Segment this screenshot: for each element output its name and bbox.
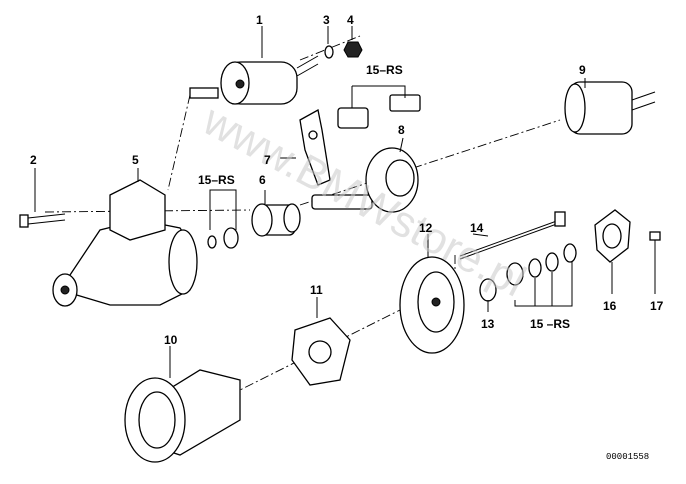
commutator-end-shield (399, 256, 465, 354)
callout-7: 7 (264, 153, 271, 167)
callout-11: 11 (310, 283, 323, 297)
callout-3: 3 (323, 13, 330, 27)
lever-bearing-parts (337, 94, 421, 129)
callout-labels: 1 2 3 4 5 6 7 8 9 10 11 12 13 14 15–RS 1… (30, 13, 664, 347)
engaging-lever (299, 108, 331, 186)
callout-8: 8 (398, 123, 405, 137)
callout-14: 14 (470, 221, 484, 235)
callout-10: 10 (164, 333, 178, 347)
callout-15-rs-top: 15–RS (366, 63, 403, 77)
callout-4: 4 (347, 13, 354, 27)
through-bolt (459, 211, 566, 260)
brush-holder (291, 317, 351, 386)
intermediate-bearing (311, 147, 419, 213)
callout-6: 6 (259, 173, 266, 187)
cap-screw (649, 231, 661, 262)
callout-1: 1 (256, 13, 263, 27)
callout-13: 13 (481, 317, 495, 331)
washer-and-nut (324, 41, 363, 59)
shim-washers (506, 243, 577, 286)
callout-12: 12 (419, 221, 433, 235)
circlip-and-stop-ring (207, 227, 239, 249)
callout-2: 2 (30, 153, 37, 167)
long-bolt (19, 213, 66, 228)
field-frame-housing (124, 369, 241, 463)
cover-cap (594, 209, 631, 263)
callout-15-rs-left: 15–RS (198, 173, 235, 187)
callout-5: 5 (132, 153, 139, 167)
callout-9: 9 (579, 63, 586, 77)
solenoid-switch (189, 55, 319, 105)
callout-16: 16 (603, 299, 617, 313)
callout-15-rs-right: 15 –RS (530, 317, 570, 331)
drive-end-housing (52, 179, 198, 307)
callout-17: 17 (650, 299, 664, 313)
leader-lines (34, 26, 656, 378)
pinion-drive (251, 203, 301, 237)
diagram-reference-number: 00001558 (606, 452, 649, 462)
armature (564, 81, 656, 135)
